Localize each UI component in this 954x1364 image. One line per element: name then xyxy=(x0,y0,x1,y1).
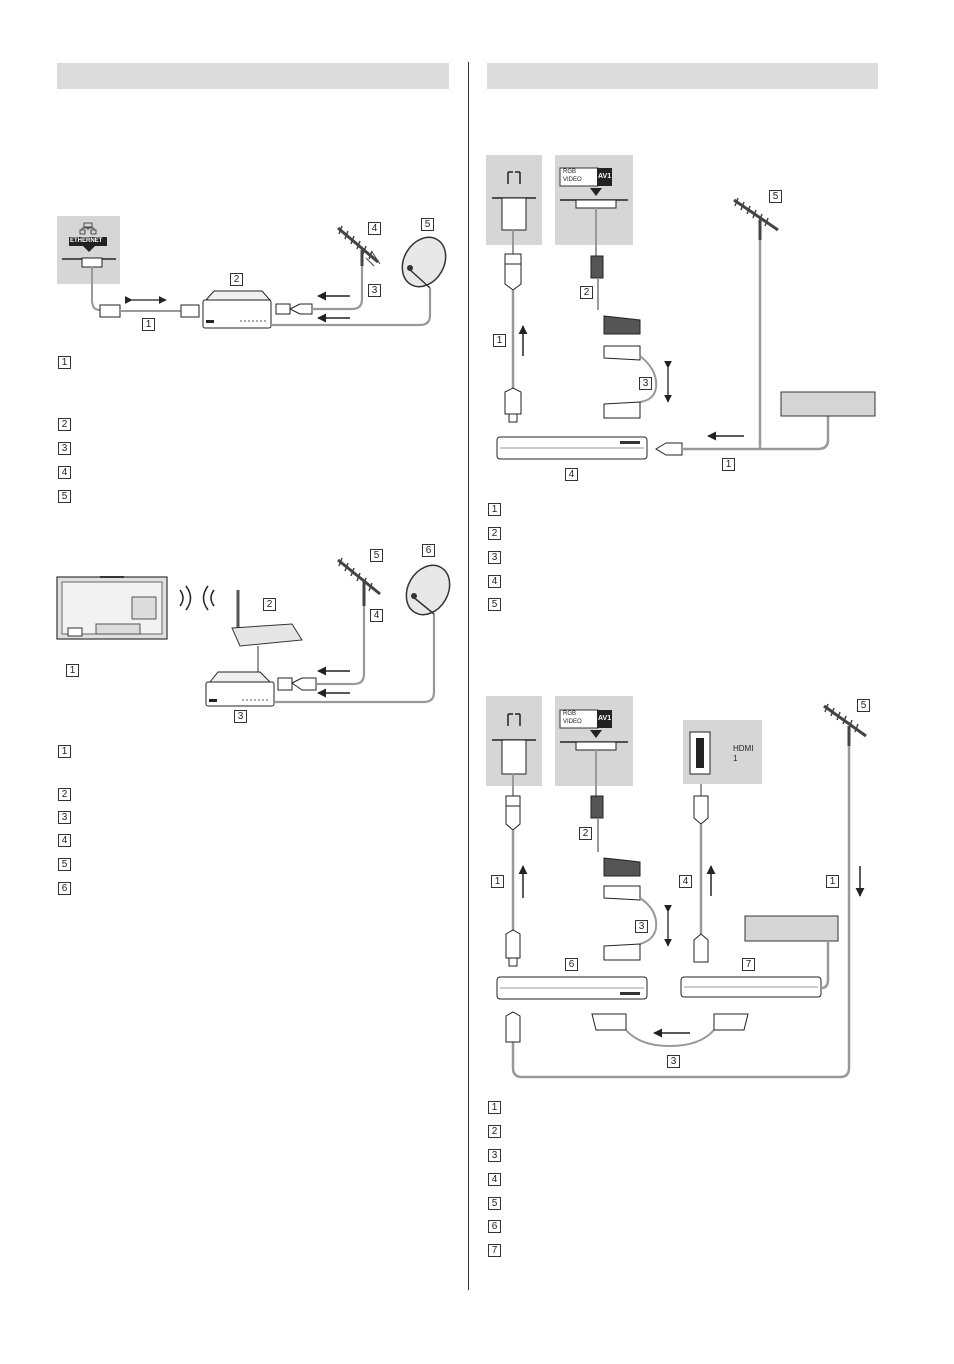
av1-label: AV1 xyxy=(598,715,612,722)
legend-number: 6 xyxy=(488,1220,501,1233)
callout-number: 1 xyxy=(66,664,79,677)
satellite-dish-icon xyxy=(401,236,447,289)
aerial-antenna-icon xyxy=(337,225,381,267)
satellite-dish-icon xyxy=(405,564,451,616)
callout-number: 3 xyxy=(234,710,247,723)
legend-number: 7 xyxy=(488,1244,501,1257)
legend-number: 1 xyxy=(58,356,71,369)
rgb-label: RGB xyxy=(563,711,577,717)
legend-number: 3 xyxy=(58,442,71,455)
legend-number: 1 xyxy=(488,1101,501,1114)
legend-number: 5 xyxy=(58,858,71,871)
callout-number: 2 xyxy=(580,286,593,299)
hdmi-socket-panel xyxy=(683,720,762,784)
tv-rear-panel-icon xyxy=(56,576,168,640)
callout-number: 1 xyxy=(142,318,155,331)
set-top-box-icon xyxy=(202,290,272,329)
set-top-box-icon xyxy=(205,671,275,707)
callout-number: 1 xyxy=(493,334,506,347)
legend-number: 2 xyxy=(488,527,501,540)
legend-number: 6 xyxy=(58,882,71,895)
callout-number: 5 xyxy=(421,218,434,231)
legend-number: 3 xyxy=(58,811,71,824)
set-top-box-icon xyxy=(680,976,822,998)
hdmi-number-label: 1 xyxy=(733,754,738,763)
ethernet-port-label: ETHERNET xyxy=(70,238,103,244)
callout-number: 2 xyxy=(230,273,243,286)
legend-number: 1 xyxy=(488,503,501,516)
ethernet-port-panel xyxy=(57,216,120,284)
callout-number: 3 xyxy=(635,920,648,933)
callout-number: 5 xyxy=(769,190,782,203)
aerial-socket-panel xyxy=(486,696,542,786)
legend-number: 5 xyxy=(488,1197,501,1210)
callout-number: 2 xyxy=(579,827,592,840)
legend-number: 4 xyxy=(488,575,501,588)
legend-number: 3 xyxy=(488,551,501,564)
column-divider xyxy=(468,62,469,1290)
legend-number: 2 xyxy=(488,1125,501,1138)
callout-number: 3 xyxy=(639,377,652,390)
legend-number: 5 xyxy=(58,490,71,503)
legend-number: 2 xyxy=(58,788,71,801)
legend-number: 1 xyxy=(58,745,71,758)
callout-number: 4 xyxy=(679,875,692,888)
callout-number: 2 xyxy=(263,598,276,611)
legend-number: 4 xyxy=(488,1173,501,1186)
rgb-label: RGB xyxy=(563,169,577,175)
callout-number: 4 xyxy=(565,468,578,481)
section-header-left xyxy=(57,63,449,89)
callout-number: 1 xyxy=(826,875,839,888)
callout-number: 6 xyxy=(565,958,578,971)
video-label: VIDEO xyxy=(563,719,582,725)
recorder-device-icon xyxy=(496,436,648,460)
callout-number: 7 xyxy=(742,958,755,971)
legend-number: 4 xyxy=(58,834,71,847)
legend-number: 3 xyxy=(488,1149,501,1162)
callout-number: 1 xyxy=(722,458,735,471)
callout-number: 4 xyxy=(368,222,381,235)
section-header-right xyxy=(487,63,878,89)
legend-number: 4 xyxy=(58,466,71,479)
video-label: VIDEO xyxy=(563,177,582,183)
callout-number: 6 xyxy=(422,544,435,557)
hdmi-label: HDMI xyxy=(733,744,754,753)
legend-number: 2 xyxy=(58,418,71,431)
scart-socket-panel xyxy=(555,696,633,786)
recorder-device-icon xyxy=(496,976,648,1000)
av1-label: AV1 xyxy=(598,173,612,180)
aerial-antenna-icon xyxy=(337,557,381,606)
legend-number: 5 xyxy=(488,598,501,611)
aerial-antenna-icon xyxy=(733,197,779,240)
aerial-antenna-icon xyxy=(823,703,867,746)
callout-number: 4 xyxy=(370,609,383,622)
callout-number: 1 xyxy=(491,875,504,888)
scart-socket-panel xyxy=(555,155,633,245)
wireless-router-icon xyxy=(231,590,303,672)
callout-number: 5 xyxy=(370,549,383,562)
callout-number: 5 xyxy=(857,699,870,712)
callout-number: 3 xyxy=(667,1055,680,1068)
callout-number: 3 xyxy=(368,284,381,297)
